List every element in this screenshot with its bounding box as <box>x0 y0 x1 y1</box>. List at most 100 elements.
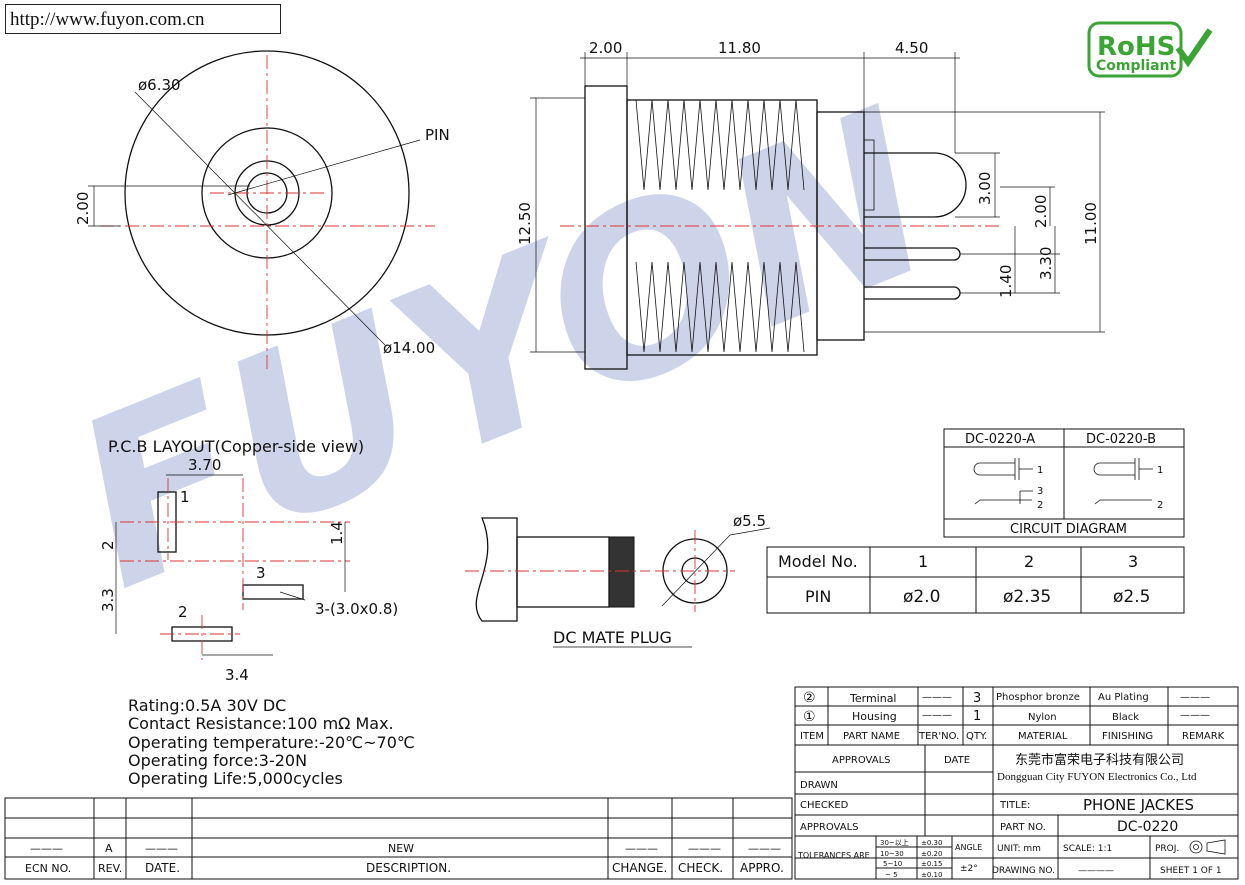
drawing-label: ø2.5 <box>1113 587 1150 607</box>
drawing-label: Nylon <box>1028 712 1057 723</box>
drawing-label: APPRO. <box>740 861 784 875</box>
drawing-label: ±0.10 <box>921 871 942 879</box>
drawing-label: 1.4 <box>328 521 346 545</box>
drawing-label: Terminal <box>849 692 897 705</box>
drawing-label: CHECKED <box>800 800 849 811</box>
drawing-label: 3 <box>973 691 981 706</box>
title-block: ② Terminal ——— 3 Phosphor bronze Au Plat… <box>794 686 1239 880</box>
drawing-label: 1 <box>180 488 190 506</box>
drawing-label: DATE <box>944 755 970 766</box>
drawing-label: 2.00 <box>74 192 92 225</box>
drawing-label: 11.80 <box>718 39 761 57</box>
drawing-label: Model No. <box>778 552 858 571</box>
spec-list: Rating:0.5A 30V DC Contact Resistance:10… <box>128 696 415 788</box>
drawing-label: PHONE JACKES <box>1083 796 1194 814</box>
drawing-label: TITLE: <box>999 800 1030 811</box>
front-view: ø6.30 PIN ø14.00 2.00 <box>74 50 450 370</box>
drawing-label: 1.40 <box>997 265 1015 298</box>
drawing-label: DRAWING NO. <box>992 866 1055 876</box>
drawing-label: TER'NO. <box>918 731 959 742</box>
drawing-label: DC-0220 <box>1117 819 1178 835</box>
drawing-label: 3 <box>1128 552 1138 571</box>
projection-symbol-icon <box>1189 839 1226 855</box>
drawing-label: Phosphor bronze <box>996 692 1080 703</box>
drawing-label: CHECK. <box>678 861 723 875</box>
drawing-label: 3.4 <box>225 666 249 684</box>
drawing-label: DC-0220-A <box>965 432 1035 447</box>
drawing-label: Housing <box>852 710 897 723</box>
drawing-label: ① <box>803 709 816 725</box>
drawing-label: 10~30 <box>880 850 904 858</box>
drawing-label: A <box>105 842 113 855</box>
drawing-label: ——— <box>625 842 658 855</box>
drawing-label: Compliant <box>1096 58 1177 74</box>
drawing-label: 5~10 <box>883 860 902 868</box>
drawing-label: Contact Resistance:100 mΩ Max. <box>128 714 394 733</box>
drawing-label: 东莞市富荣电子科技有限公司 <box>1015 752 1184 768</box>
drawing-label: PART NAME <box>843 731 900 742</box>
drawing-label: 2 <box>1157 500 1163 511</box>
drawing-label: APPROVALS <box>832 755 891 766</box>
drawing-label: NEW <box>388 842 414 855</box>
drawing-label: 2.00 <box>1032 195 1050 228</box>
drawing-label: TOLERANCES ARE <box>797 851 870 860</box>
drawing-label: Dongguan City FUYON Electronics Co., Ltd <box>997 771 1197 783</box>
drawing-label: ——— <box>922 710 952 721</box>
drawing-label: APPROVALS <box>800 822 859 833</box>
drawing-label: ECN NO. <box>25 862 71 875</box>
drawing-label: 12.50 <box>516 202 534 245</box>
pcb-layout: P.C.B LAYOUT(Copper-side view) 3.70 1.4 … <box>99 437 398 684</box>
drawing-label: PIN <box>805 587 831 606</box>
side-view: 2.00 11.80 4.50 12.50 3.00 2.00 3.30 1.4… <box>516 39 1105 370</box>
drawing-label: 1 <box>1157 465 1163 476</box>
drawing-label: UNIT: mm <box>997 844 1041 854</box>
drawing-label: PART NO. <box>1000 822 1046 833</box>
drawing-label: ø2.0 <box>903 587 940 607</box>
drawing-label: 3.70 <box>188 456 221 474</box>
thread-upper <box>635 99 805 191</box>
drawing-label: Rating:0.5A 30V DC <box>128 696 286 715</box>
drawing-label: 30~以上 <box>880 838 909 847</box>
drawing-label: Black <box>1112 712 1139 723</box>
drawing-label: Operating Life:5,000cycles <box>128 769 343 788</box>
drawing-label: 2 <box>99 540 117 550</box>
drawing-label: QTY. <box>966 731 987 742</box>
drawing-label: 2 <box>178 603 188 621</box>
drawing-label: 3 <box>256 564 266 582</box>
drawing-label: RoHS <box>1097 32 1175 62</box>
drawing-label: 11.00 <box>1082 202 1100 245</box>
dc-mate-plug: ø5.5 DC MATE PLUG <box>465 512 771 648</box>
drawing-label: ② <box>803 690 816 706</box>
drawing-label: SCALE: 1:1 <box>1063 844 1112 854</box>
drawing-label: CIRCUIT DIAGRAM <box>1010 522 1127 537</box>
drawing-label: DC MATE PLUG <box>553 628 672 647</box>
drawing-label: ANGLE <box>955 843 982 852</box>
drawing-label: ——— <box>30 842 63 855</box>
drawing-label: ——— <box>688 842 721 855</box>
drawing-label: 3.3 <box>99 588 117 612</box>
drawing-label: 3-(3.0x0.8) <box>315 600 398 618</box>
drawing-label: ——— <box>1180 692 1210 703</box>
drawing-label: FINISHING <box>1102 731 1153 742</box>
drawing-label: P.C.B LAYOUT(Copper-side view) <box>108 437 364 456</box>
drawing-label: ~ 5 <box>885 871 898 879</box>
drawing-label: REV. <box>98 862 122 875</box>
drawing-label: ø6.30 <box>138 76 181 94</box>
drawing-label: ø2.35 <box>1003 587 1051 607</box>
drawing-label: 1 <box>973 709 981 724</box>
drawing-label: ø5.5 <box>733 512 766 530</box>
circuit-diagram: DC-0220-A DC-0220-B CIRCUIT DIAGRAM 1 3 … <box>943 428 1185 538</box>
drawing-label: Au Plating <box>1098 692 1149 703</box>
rohs-badge: RoHS Compliant <box>1087 21 1213 78</box>
drawing-label: PIN <box>425 126 450 144</box>
drawing-label: DRAWN <box>800 780 838 791</box>
drawing-label: ITEM <box>800 731 824 742</box>
drawing-label: 3 <box>1037 486 1043 497</box>
drawing-label: REMARK <box>1182 731 1225 742</box>
model-table: Model No. 1 2 3 PIN ø2.0 ø2.35 ø2.5 <box>766 546 1185 614</box>
check-icon <box>1175 28 1213 68</box>
website-url[interactable]: http://www.fuyon.com.cn <box>5 4 281 34</box>
drawing-label: 2 <box>1024 552 1034 571</box>
thread-lower <box>635 261 805 353</box>
